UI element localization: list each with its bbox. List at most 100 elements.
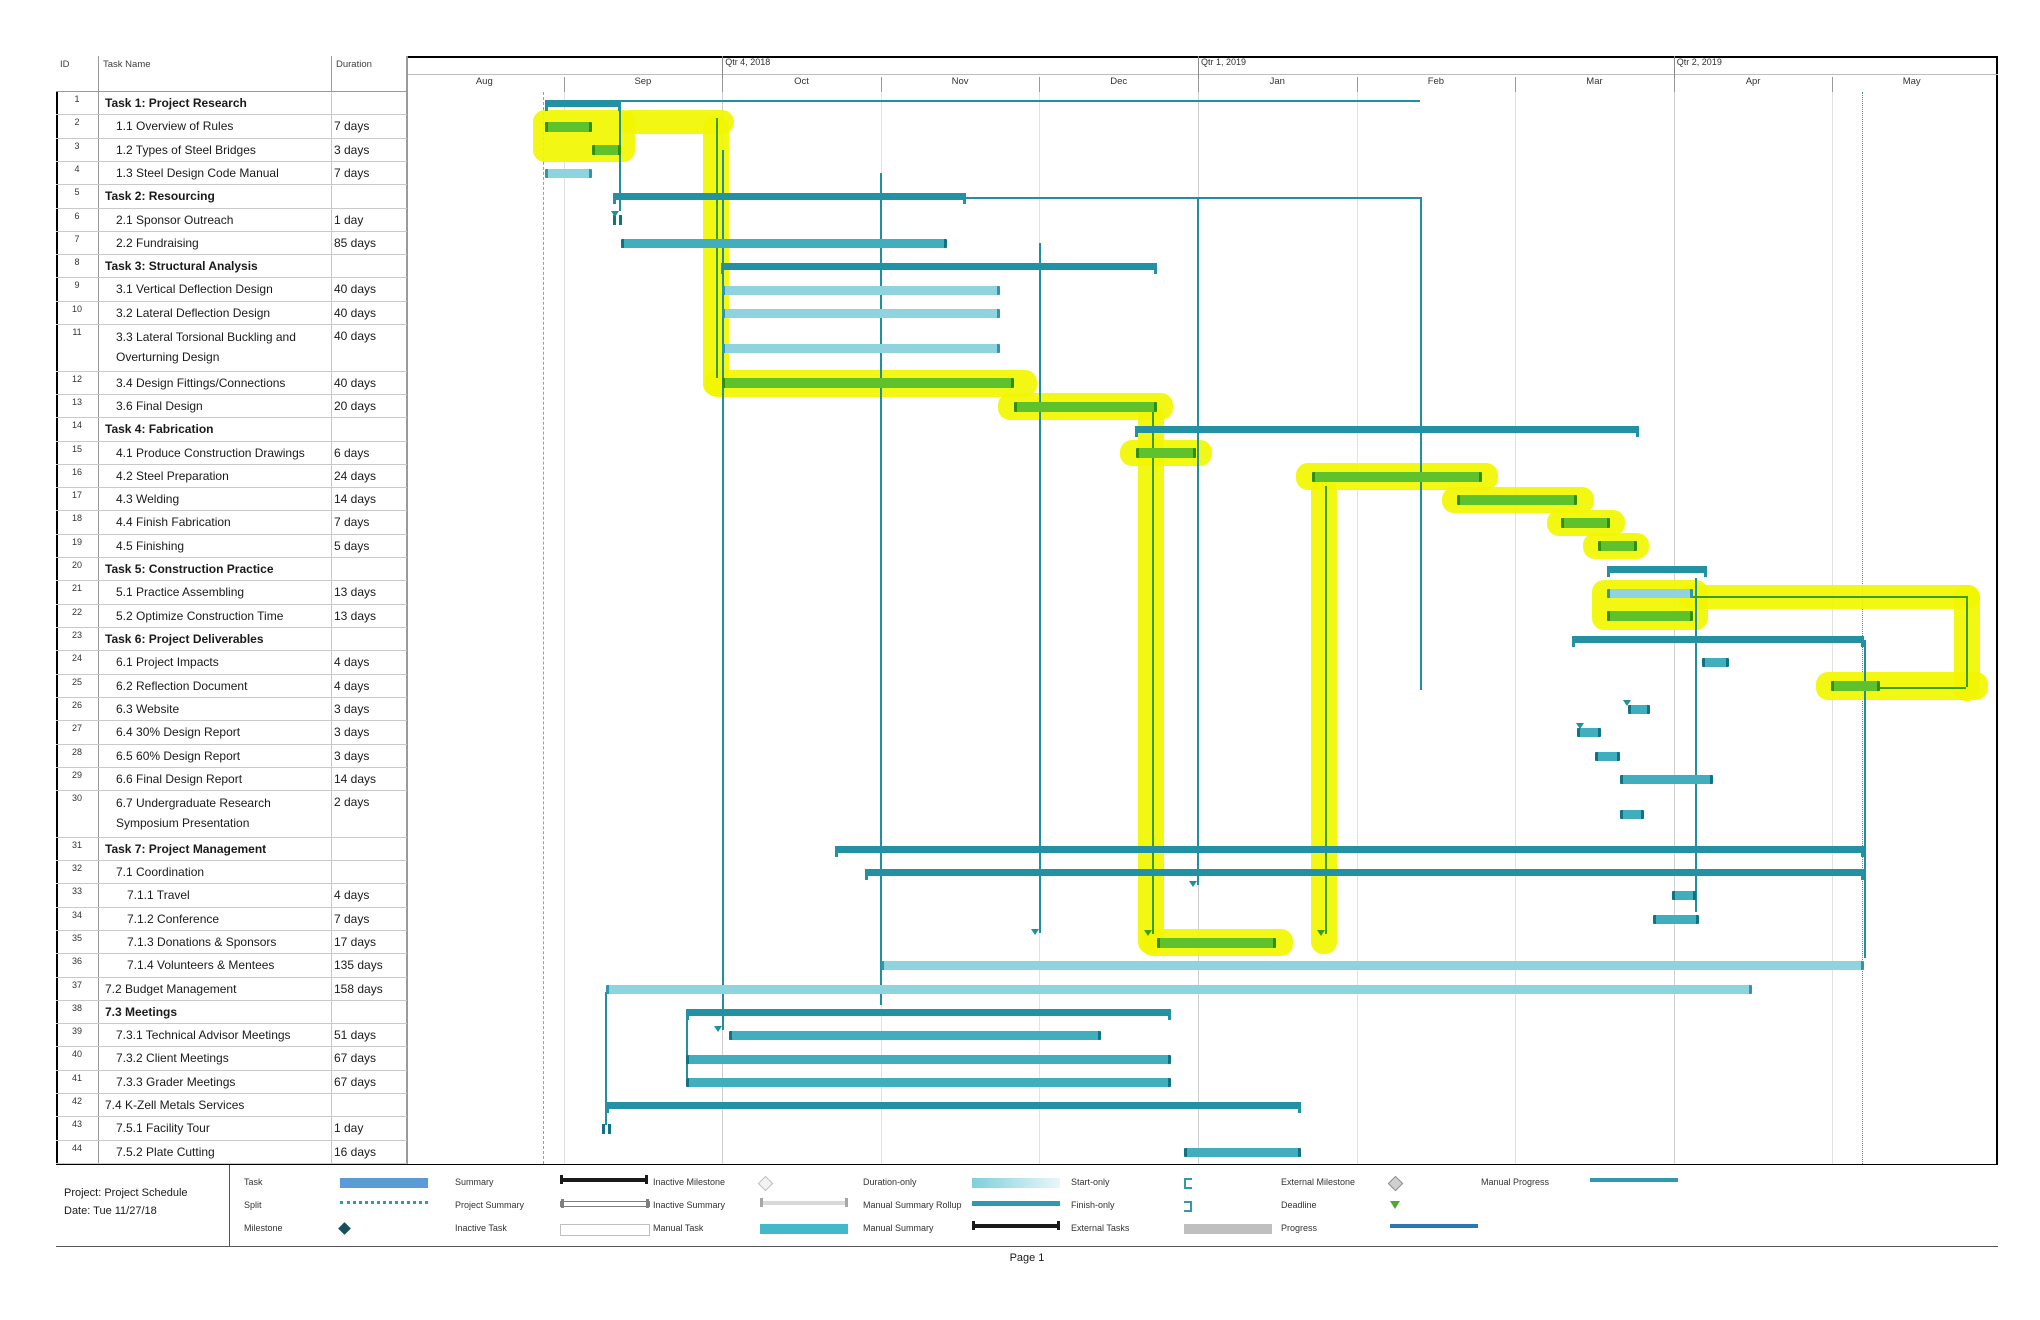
gantt-bar-summary[interactable] [606, 1102, 1302, 1114]
gantt-bar-task[interactable] [722, 378, 1014, 389]
gantt-bar-task[interactable] [1597, 541, 1638, 552]
gantt-bar-task[interactable] [1156, 937, 1276, 948]
task-name-cell[interactable]: 6.6 Final Design Report [99, 767, 332, 791]
task-duration-cell[interactable]: 3 days [332, 138, 407, 161]
task-name-cell[interactable]: 3.3 Lateral Torsional Buckling and Overt… [99, 325, 332, 371]
task-name-cell[interactable]: 7.3.2 Client Meetings [99, 1047, 332, 1070]
task-duration-cell[interactable]: 13 days [332, 604, 407, 627]
gantt-bar-summary[interactable] [834, 845, 1865, 857]
task-name-cell[interactable]: 4.2 Steel Preparation [99, 464, 332, 488]
task-duration-cell[interactable]: 158 days [332, 977, 407, 1000]
task-duration-cell[interactable]: 51 days [332, 1024, 407, 1047]
gantt-bar-task[interactable] [544, 121, 593, 132]
task-duration-cell[interactable]: 4 days [332, 651, 407, 674]
gantt-bar-task[interactable] [1619, 774, 1714, 784]
gantt-bar-summary[interactable] [864, 869, 1865, 881]
task-duration-cell[interactable] [332, 627, 407, 651]
task-name-cell[interactable]: 6.3 Website [99, 697, 332, 721]
gantt-bar-task[interactable] [722, 343, 1000, 353]
gantt-bar-summary[interactable] [544, 100, 621, 112]
task-name-cell[interactable]: 7.1.4 Volunteers & Mentees [99, 954, 332, 977]
task-duration-cell[interactable]: 135 days [332, 954, 407, 977]
task-name-cell[interactable]: 7.2 Budget Management [99, 977, 332, 1000]
gantt-bar-summary[interactable] [612, 193, 967, 205]
gantt-bar-task[interactable] [1456, 494, 1578, 505]
gantt-bar-task[interactable] [1594, 751, 1620, 761]
task-name-cell[interactable]: 6.7 Undergraduate Research Symposium Pre… [99, 791, 332, 837]
task-name-cell[interactable]: Task 1: Project Research [99, 92, 332, 115]
task-name-cell[interactable]: 7.5.1 Facility Tour [99, 1117, 332, 1140]
task-duration-cell[interactable]: 20 days [332, 394, 407, 418]
gantt-bar-task[interactable] [606, 984, 1752, 994]
gantt-bar-task[interactable] [1702, 658, 1730, 668]
task-duration-cell[interactable]: 16 days [332, 1140, 407, 1163]
split-task-mark[interactable] [618, 215, 622, 226]
task-duration-cell[interactable]: 67 days [332, 1070, 407, 1094]
gantt-bar-task[interactable] [544, 169, 593, 179]
task-duration-cell[interactable] [332, 861, 407, 884]
task-duration-cell[interactable] [332, 1094, 407, 1117]
gantt-bar-task[interactable] [1619, 809, 1644, 819]
gantt-bar-task[interactable] [1830, 681, 1880, 692]
task-name-cell[interactable]: 7.1.3 Donations & Sponsors [99, 930, 332, 954]
split-task-mark[interactable] [607, 1124, 611, 1135]
task-duration-cell[interactable]: 3 days [332, 697, 407, 721]
task-duration-cell[interactable]: 4 days [332, 884, 407, 907]
task-duration-cell[interactable]: 7 days [332, 907, 407, 930]
task-duration-cell[interactable]: 1 day [332, 1117, 407, 1140]
task-name-cell[interactable]: 1.2 Types of Steel Bridges [99, 138, 332, 161]
split-task-mark[interactable] [601, 1124, 605, 1135]
task-name-cell[interactable]: 7.1 Coordination [99, 861, 332, 884]
gantt-bar-task[interactable] [1672, 891, 1696, 901]
task-duration-cell[interactable]: 40 days [332, 325, 407, 371]
task-name-cell[interactable]: 2.1 Sponsor Outreach [99, 208, 332, 231]
task-duration-cell[interactable] [332, 92, 407, 115]
task-name-cell[interactable]: 7.1.2 Conference [99, 907, 332, 930]
gantt-bar-summary[interactable] [1607, 566, 1708, 578]
task-duration-cell[interactable]: 3 days [332, 721, 407, 744]
task-name-cell[interactable]: 4.1 Produce Construction Drawings [99, 441, 332, 464]
task-name-cell[interactable]: 5.1 Practice Assembling [99, 581, 332, 604]
task-name-cell[interactable]: 1.3 Steel Design Code Manual [99, 161, 332, 185]
gantt-bar-summary[interactable] [1572, 636, 1865, 648]
gantt-bar-task[interactable] [1136, 448, 1197, 459]
task-name-cell[interactable]: Task 6: Project Deliverables [99, 627, 332, 651]
task-duration-cell[interactable]: 14 days [332, 767, 407, 791]
task-duration-cell[interactable]: 17 days [332, 930, 407, 954]
task-name-cell[interactable]: 7.3.3 Grader Meetings [99, 1070, 332, 1094]
gantt-bar-task[interactable] [722, 308, 1000, 318]
task-name-cell[interactable]: 6.1 Project Impacts [99, 651, 332, 674]
task-duration-cell[interactable]: 67 days [332, 1047, 407, 1070]
task-duration-cell[interactable]: 85 days [332, 231, 407, 255]
task-name-cell[interactable]: 1.1 Overview of Rules [99, 115, 332, 138]
task-duration-cell[interactable]: 7 days [332, 115, 407, 138]
task-duration-cell[interactable] [332, 418, 407, 441]
task-duration-cell[interactable] [332, 255, 407, 278]
task-duration-cell[interactable]: 6 days [332, 441, 407, 464]
gantt-bar-task[interactable] [620, 238, 948, 248]
gantt-bar-task[interactable] [685, 1077, 1172, 1087]
task-name-cell[interactable]: 6.5 60% Design Report [99, 744, 332, 767]
